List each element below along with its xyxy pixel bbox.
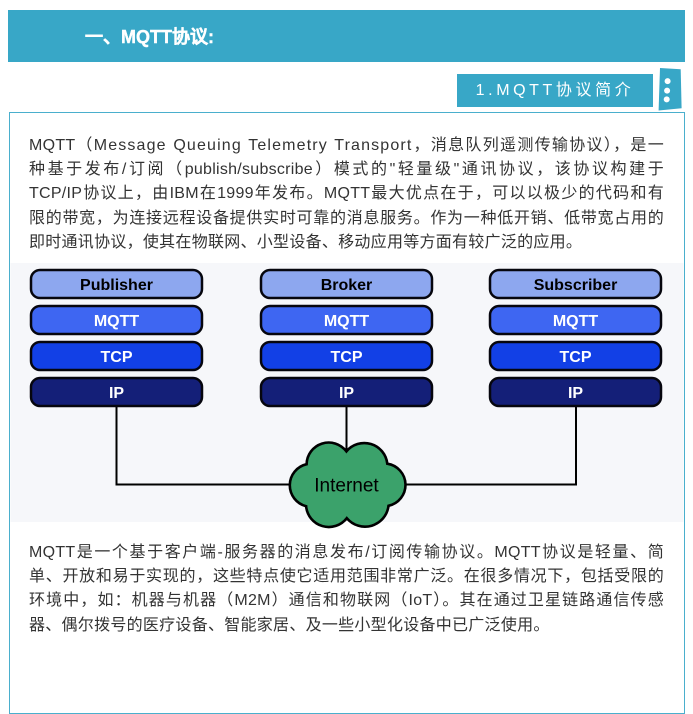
svg-text:MQTT: MQTT — [94, 313, 140, 330]
svg-text:Broker: Broker — [321, 277, 373, 294]
svg-text:MQTT: MQTT — [324, 313, 370, 330]
svg-text:TCP: TCP — [331, 349, 363, 366]
svg-text:IP: IP — [568, 385, 583, 402]
svg-text:IP: IP — [109, 385, 124, 402]
svg-text:IP: IP — [339, 385, 354, 402]
svg-text:TCP: TCP — [560, 349, 592, 366]
svg-text:MQTT: MQTT — [553, 313, 599, 330]
svg-text:Publisher: Publisher — [80, 277, 153, 294]
svg-text:TCP: TCP — [101, 349, 133, 366]
svg-text:Internet: Internet — [314, 476, 379, 497]
svg-text:Subscriber: Subscriber — [534, 277, 618, 294]
